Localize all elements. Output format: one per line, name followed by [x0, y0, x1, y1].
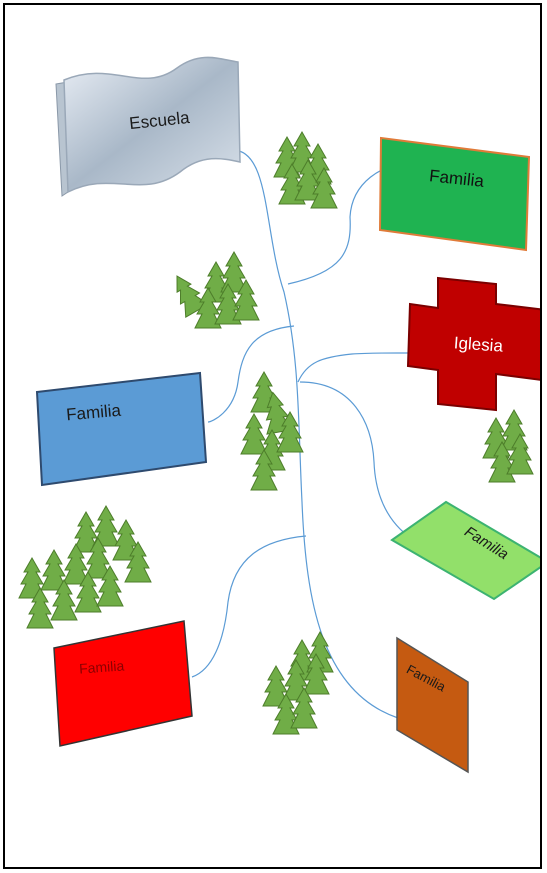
node-escuela: Escuela — [55, 56, 241, 197]
connector-familia-lightgreen — [299, 381, 413, 540]
connector-familia-red — [191, 535, 307, 678]
flag-shape — [63, 56, 241, 194]
tree-icon — [482, 409, 534, 483]
node-familia-green: Familia — [378, 136, 531, 252]
node-iglesia-label: Iglesia — [453, 333, 504, 355]
diagram-canvas: Escuela Familia Iglesia Familia Familia … — [18, 56, 540, 774]
tree-icon — [18, 505, 152, 629]
diagram-frame: Escuela Familia Iglesia Familia Familia … — [3, 3, 542, 869]
tree-icon — [240, 371, 304, 491]
node-familia-orange: Familia — [396, 636, 469, 774]
node-familia-lightgreen: Familia — [390, 500, 540, 601]
node-familia-blue-label: Familia — [65, 401, 122, 425]
connector-familia-blue — [207, 325, 295, 423]
connectors — [191, 149, 445, 719]
trunk-line — [233, 149, 399, 719]
node-familia-red: Familia — [53, 620, 193, 747]
tree-icon — [165, 251, 260, 329]
node-familia-red-label: Familia — [79, 657, 125, 676]
tree-icon — [262, 631, 334, 735]
node-iglesia: Iglesia — [406, 276, 540, 412]
node-familia-blue: Familia — [35, 371, 208, 487]
tree-icon — [273, 131, 338, 209]
